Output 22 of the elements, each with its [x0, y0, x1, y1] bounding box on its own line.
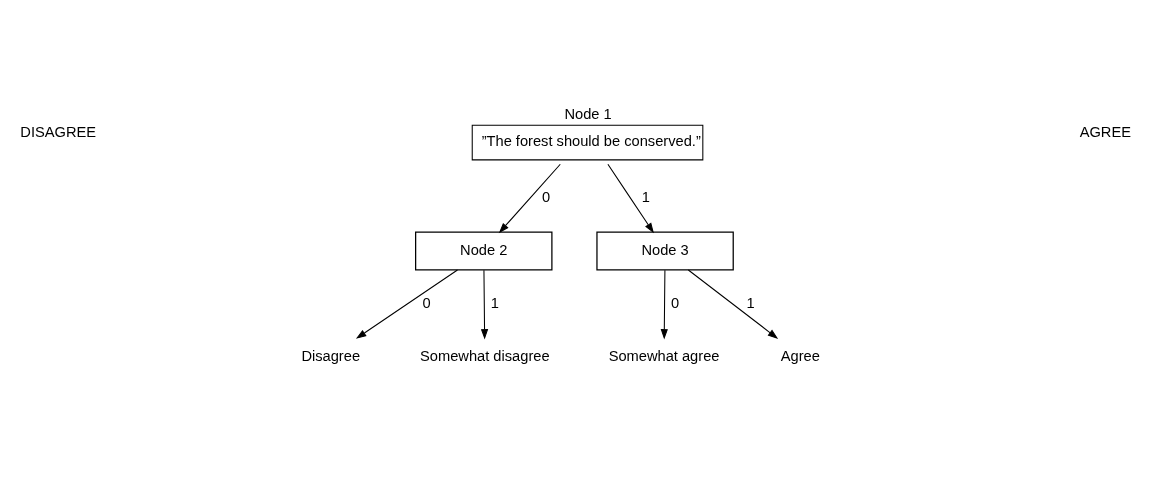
label: DISAGREE [20, 123, 97, 140]
edge-label: 1 [746, 294, 755, 311]
edge-label: 0 [671, 294, 680, 311]
arrow [607, 163, 654, 234]
node-text: Disagree [301, 347, 361, 364]
label: AGREE [1079, 123, 1131, 140]
edge-label: 0 [542, 189, 551, 206]
node-box: Node 2 [415, 231, 553, 271]
edge-label: 1 [641, 189, 650, 206]
arrow [687, 269, 779, 339]
node-text: Somewhat disagree [420, 347, 550, 364]
arrow [660, 269, 668, 340]
arrow [480, 269, 489, 340]
node-box: ”The forest should be conserved.” [471, 124, 704, 161]
node-text: Agree [780, 347, 820, 364]
node-box: Node 3 [596, 231, 734, 271]
edge-label: 1 [490, 294, 499, 311]
arrow [355, 269, 458, 339]
arrow [498, 163, 561, 234]
node-text: Somewhat agree [608, 347, 720, 364]
node-label: Node 1 [564, 106, 612, 123]
edge-label: 0 [422, 294, 431, 311]
